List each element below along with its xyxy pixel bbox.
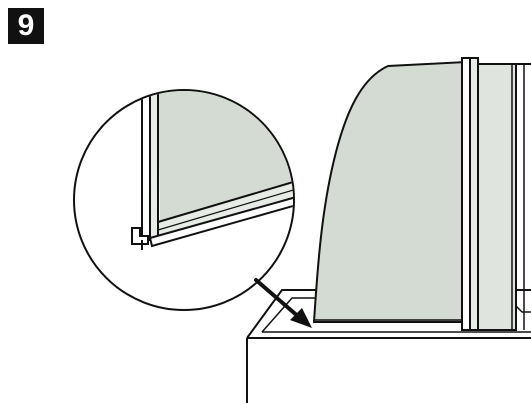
wall-profile <box>461 57 479 331</box>
fixed-panel <box>477 63 531 331</box>
detail-arrow <box>254 278 312 328</box>
fixed-panel-shape <box>477 63 517 331</box>
detail-arrow-head <box>290 308 312 328</box>
glass-panel <box>312 60 467 323</box>
step-number-badge: 9 <box>8 8 44 44</box>
glass-panel-shape <box>312 60 467 323</box>
wall-profile-side <box>469 57 479 331</box>
bathtub-front <box>246 337 531 403</box>
detail-arrow-line <box>254 278 302 320</box>
detail-seal-lip <box>148 194 293 248</box>
detail-magnifier <box>73 89 295 311</box>
detail-profile <box>141 91 151 241</box>
detail-clip <box>131 227 149 245</box>
wall-profile-front <box>461 57 471 331</box>
bathtub <box>246 289 531 403</box>
